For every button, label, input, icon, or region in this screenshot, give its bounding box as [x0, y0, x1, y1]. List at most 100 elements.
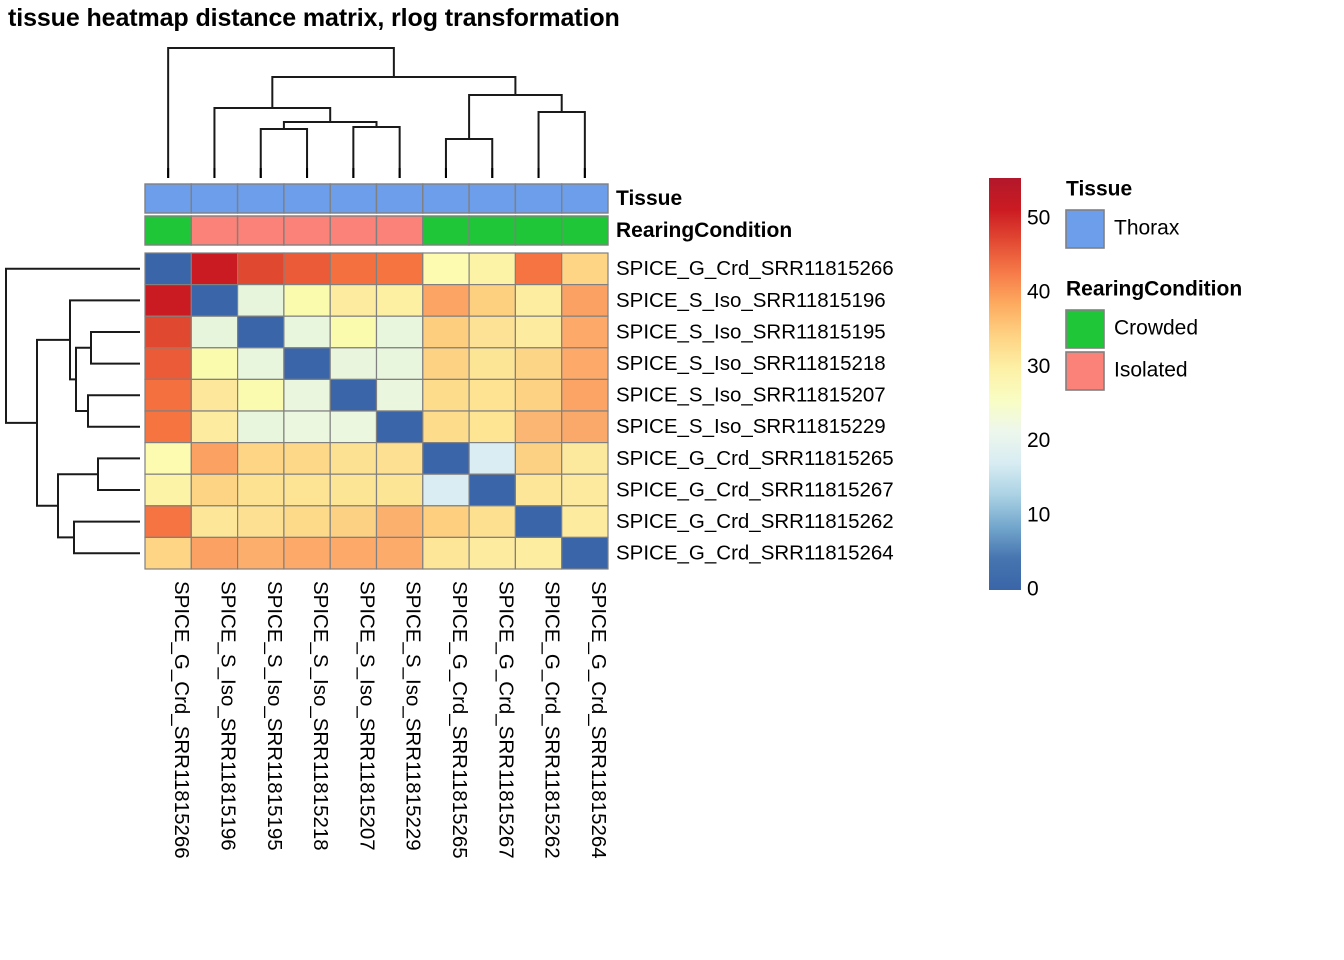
annotation-cell: [190, 215, 239, 246]
annotation-cell: [561, 215, 609, 246]
heatmap-cell: [283, 378, 331, 412]
heatmap-cell: [468, 473, 517, 507]
heatmap-cell: [514, 378, 563, 412]
heatmap-cell: [237, 378, 285, 412]
annotation-row-label: Tissue: [616, 187, 682, 210]
heatmap-cell: [329, 284, 378, 317]
heatmap-cell: [514, 315, 563, 349]
heatmap-cell: [144, 442, 192, 475]
column-label: SPICE_S_Iso_SRR11815229: [402, 581, 425, 851]
heatmap-cell: [190, 410, 239, 444]
heatmap-cell: [468, 536, 517, 570]
heatmap-cell: [422, 347, 470, 380]
heatmap-cell: [329, 315, 378, 349]
heatmap-cell: [561, 442, 609, 475]
legend-title: Tissue: [1066, 178, 1132, 201]
row-dendrogram: [5, 267, 140, 555]
annotation-row-label: RearingCondition: [616, 219, 792, 242]
heatmap-cell: [468, 378, 517, 412]
row-label: SPICE_S_Iso_SRR11815229: [616, 415, 886, 438]
heatmap-cell: [283, 315, 331, 349]
heatmap-cell: [561, 347, 609, 380]
row-label: SPICE_S_Iso_SRR11815218: [616, 352, 886, 375]
legend-item-label: Crowded: [1114, 317, 1198, 340]
heatmap-cell: [561, 410, 609, 444]
heatmap-cell: [422, 536, 470, 570]
heatmap-cell: [468, 284, 517, 317]
heatmap-cell: [237, 505, 285, 538]
annotation-cell: [190, 183, 239, 214]
column-label: SPICE_S_Iso_SRR11815195: [263, 581, 286, 851]
heatmap-cell: [283, 410, 331, 444]
colorbar-tick-label: 30: [1027, 355, 1050, 378]
heatmap-cell: [375, 347, 424, 380]
heatmap-cell: [375, 410, 424, 444]
annotation-cell: [144, 183, 192, 214]
row-label: SPICE_S_Iso_SRR11815195: [616, 320, 886, 343]
heatmap-cell: [283, 505, 331, 538]
legend-swatch: [1065, 209, 1105, 249]
annotation-cell: [283, 183, 331, 214]
heatmap-cell: [375, 442, 424, 475]
row-label: SPICE_G_Crd_SRR11815266: [616, 257, 894, 280]
colorbar-tick-label: 10: [1027, 503, 1050, 526]
heatmap-cell: [375, 284, 424, 317]
heatmap-cell: [468, 442, 517, 475]
heatmap-cell: [237, 442, 285, 475]
page-title: tissue heatmap distance matrix, rlog tra…: [8, 4, 620, 32]
annotation-cell: [236, 215, 285, 246]
heatmap-cell: [422, 473, 470, 507]
legend-swatch: [1065, 309, 1105, 349]
heatmap-cell: [422, 284, 470, 317]
heatmap-cell: [190, 536, 239, 570]
annotation-cell: [514, 215, 563, 246]
heatmap-cell: [375, 473, 424, 507]
heatmap-cell: [190, 284, 239, 317]
row-label: SPICE_G_Crd_SRR11815262: [616, 510, 894, 533]
heatmap-cell: [190, 442, 239, 475]
heatmap-cell: [561, 284, 609, 317]
row-label: SPICE_G_Crd_SRR11815265: [616, 447, 894, 470]
heatmap-cell: [144, 473, 192, 507]
colorbar-tick-label: 0: [1027, 578, 1039, 601]
heatmap-cell: [190, 252, 239, 286]
legend-swatch: [1065, 351, 1105, 391]
heatmap-cell: [514, 347, 563, 380]
heatmap-cell: [190, 473, 239, 507]
annotation-cell: [236, 183, 285, 214]
annotation-cell: [375, 183, 424, 214]
heatmap-cell: [283, 442, 331, 475]
heatmap-cell: [190, 505, 239, 538]
heatmap-cell: [561, 505, 609, 538]
heatmap-cell: [468, 252, 517, 286]
annotation-cell: [468, 183, 517, 214]
heatmap-cell: [561, 378, 609, 412]
heatmap-cell: [237, 315, 285, 349]
heatmap-cell: [514, 284, 563, 317]
heatmap-cell: [190, 315, 239, 349]
heatmap-cell: [237, 347, 285, 380]
heatmap-cell: [237, 284, 285, 317]
heatmap-cell: [375, 505, 424, 538]
column-label: SPICE_G_Crd_SRR11815262: [541, 581, 564, 859]
heatmap-cell: [422, 252, 470, 286]
heatmap-cell: [422, 315, 470, 349]
row-labels: SPICE_G_Crd_SRR11815266SPICE_S_Iso_SRR11…: [616, 257, 894, 564]
heatmap-cell: [561, 315, 609, 349]
heatmap-cell: [190, 378, 239, 412]
heatmap-cell: [514, 252, 563, 286]
column-tick-marks: [167, 168, 586, 178]
heatmap-cell: [375, 252, 424, 286]
heatmap-cell: [422, 410, 470, 444]
heatmap-cell: [190, 347, 239, 380]
row-label: SPICE_S_Iso_SRR11815196: [616, 289, 886, 312]
heatmap-cell: [144, 315, 192, 349]
colorbar-tick-label: 20: [1027, 429, 1050, 452]
heatmap-cell: [514, 473, 563, 507]
column-label: SPICE_S_Iso_SRR11815207: [355, 581, 378, 851]
legend-item-label: Isolated: [1114, 359, 1188, 382]
heatmap-cell: [422, 505, 470, 538]
annotation-cell: [468, 215, 517, 246]
